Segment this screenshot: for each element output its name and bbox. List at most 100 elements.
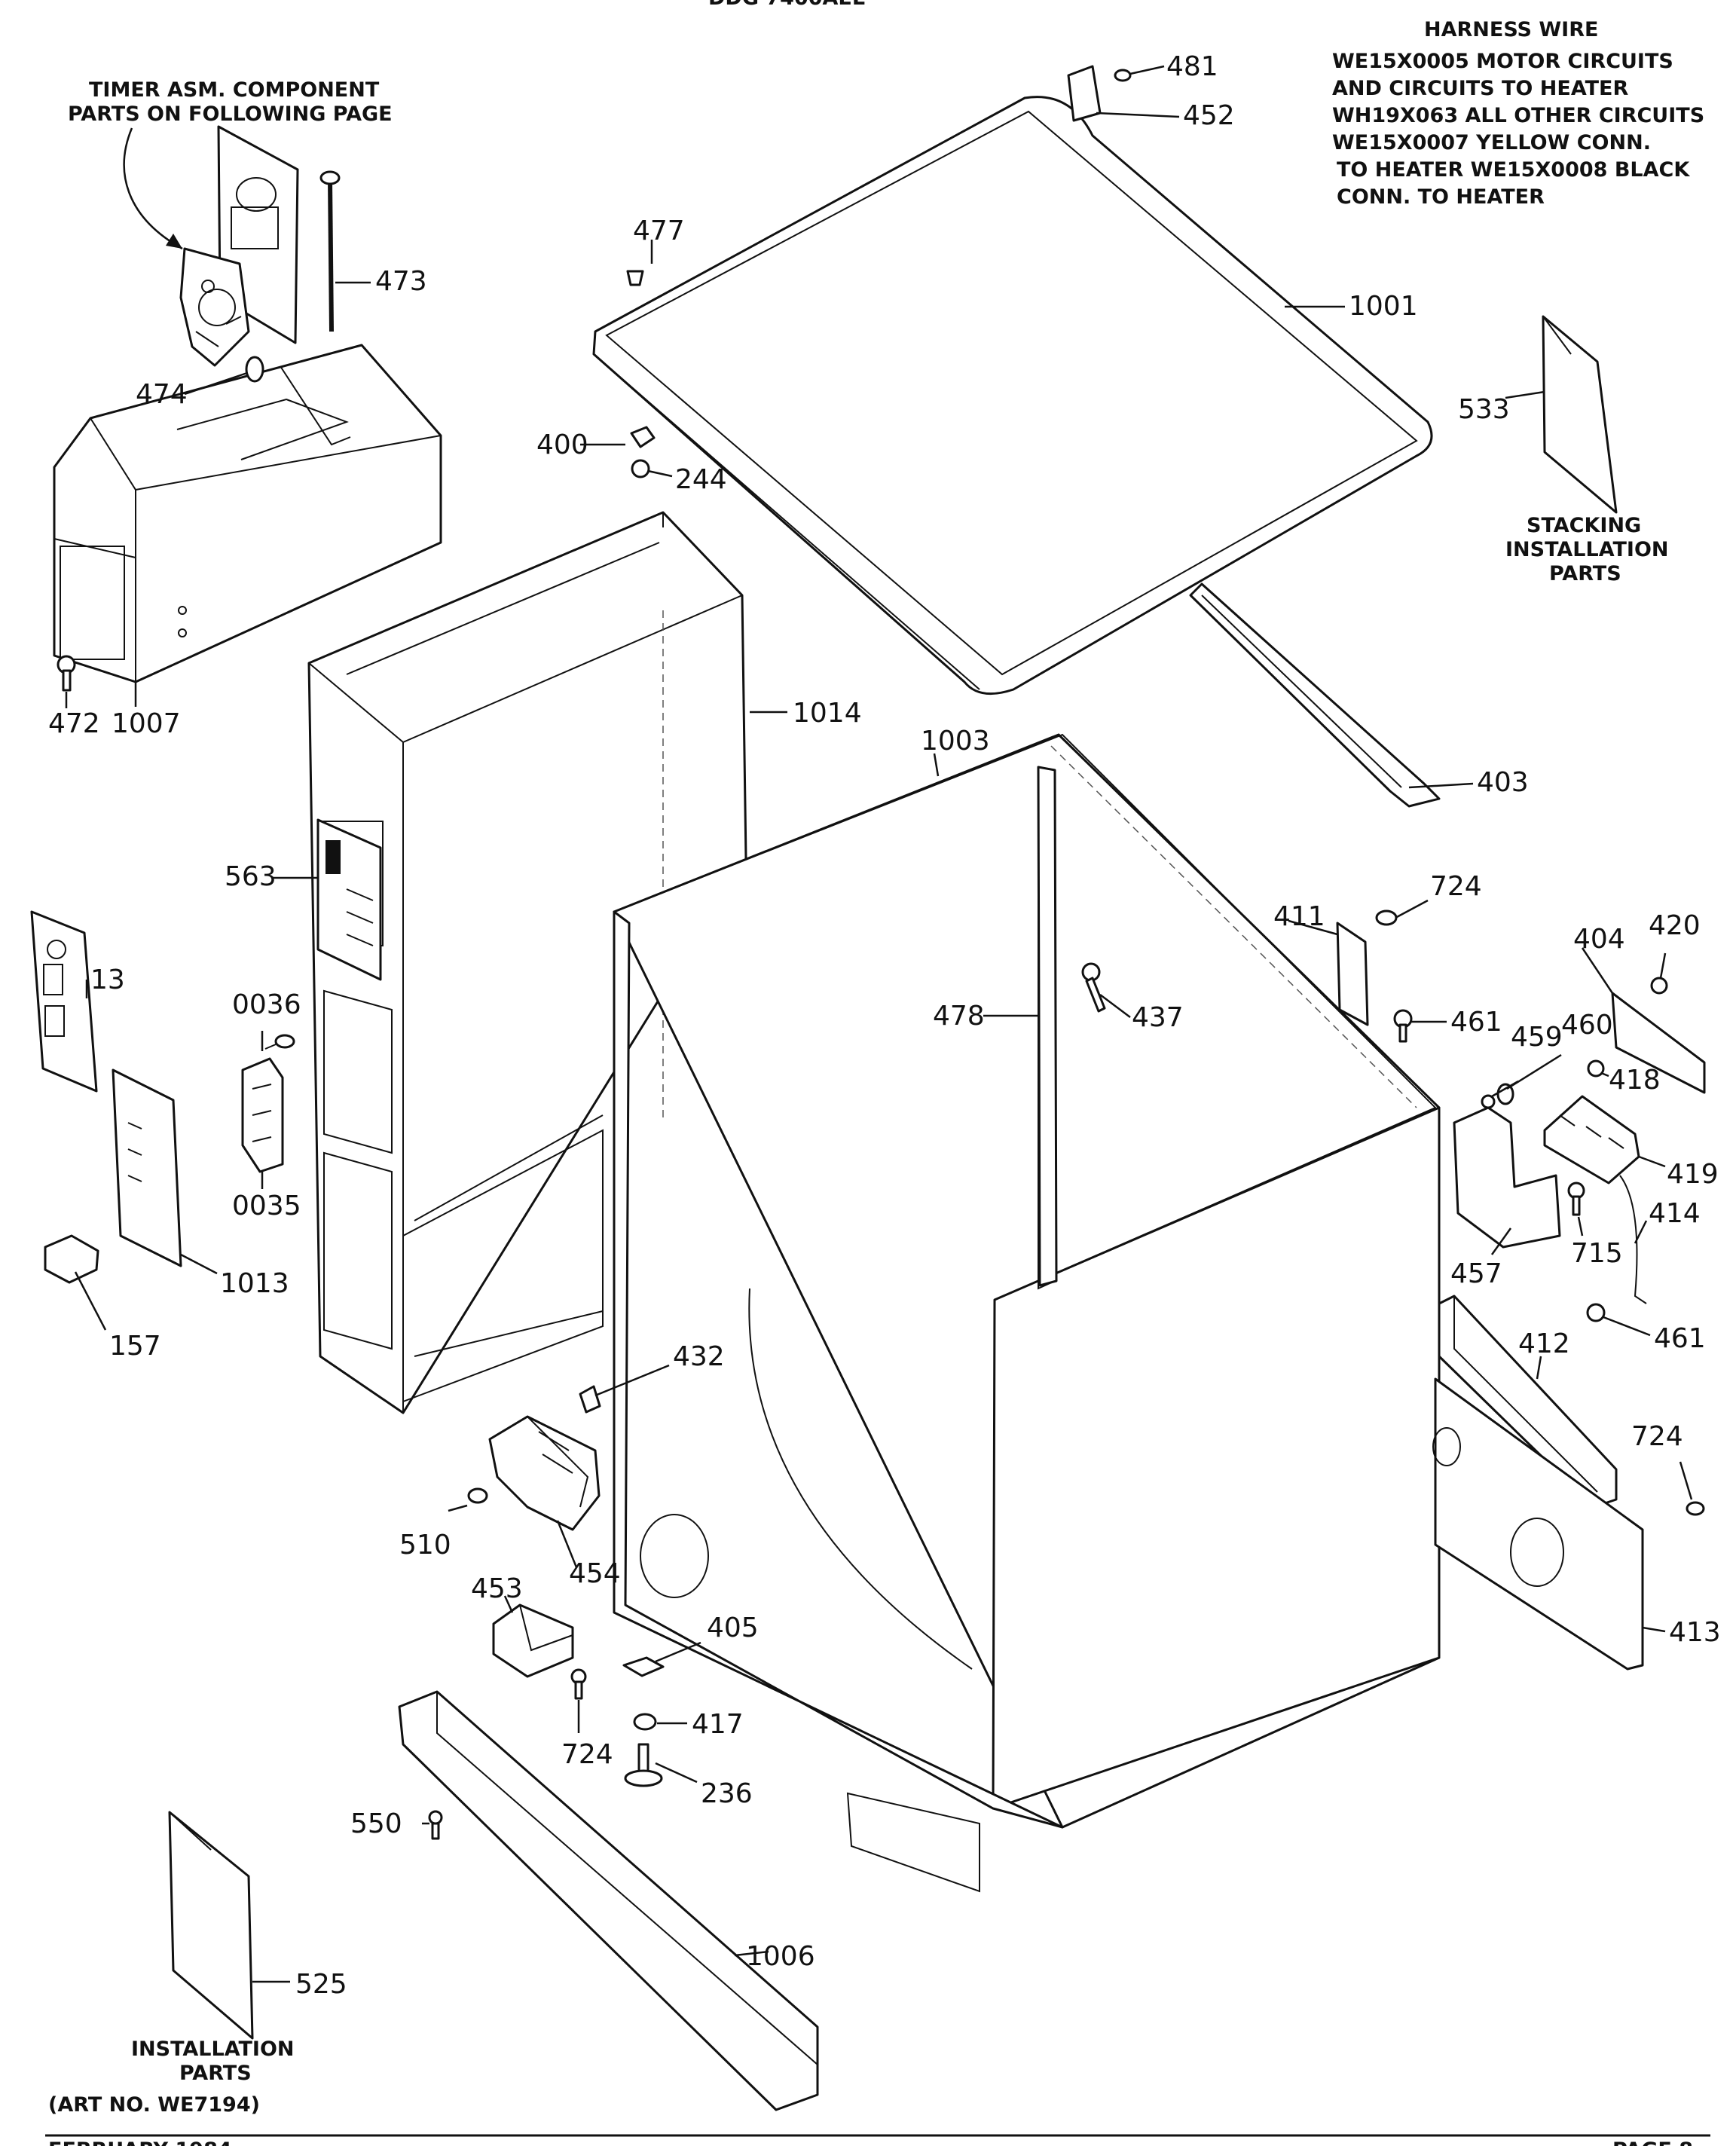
clip-400: [630, 426, 656, 448]
screw-472: [57, 655, 76, 692]
part-number-labels: 481 452 477 1001 473 474 400 244 533 472…: [48, 51, 1721, 2000]
svg-text:TO HEATER WE15X0008 BLACK: TO HEATER WE15X0008 BLACK: [1337, 158, 1690, 182]
svg-text:AND CIRCUITS TO HEATER: AND CIRCUITS TO HEATER: [1332, 77, 1628, 100]
clip-432: [579, 1385, 601, 1414]
label-0035: 0035: [232, 1191, 301, 1221]
screw-437: [1081, 962, 1106, 1013]
harness-wire-note: HARNESS WIRE WE15X0005 MOTOR CIRCUITS AN…: [1332, 18, 1704, 209]
label-472: 472: [48, 708, 100, 739]
control-console-13: [30, 910, 98, 1093]
rear-rail-412: [1438, 1295, 1618, 1509]
leveling-leg-236: [624, 1743, 663, 1787]
nut-418: [1587, 1059, 1605, 1078]
label-461b: 461: [1654, 1323, 1706, 1354]
label-461a: 461: [1450, 1007, 1502, 1038]
label-0036: 0036: [232, 989, 301, 1020]
screw-550: [428, 1810, 443, 1840]
washer-417: [633, 1713, 657, 1731]
label-1001: 1001: [1349, 291, 1418, 322]
label-418: 418: [1609, 1065, 1661, 1096]
clip-460: [1496, 1083, 1514, 1105]
installation-parts-note: INSTALLATION PARTS: [131, 2037, 295, 2085]
screw-481: [1114, 69, 1132, 82]
label-481: 481: [1166, 51, 1218, 82]
art-number: (ART NO. WE7194): [48, 2093, 260, 2117]
label-724b: 724: [1631, 1421, 1683, 1452]
label-420: 420: [1649, 910, 1701, 941]
bumper-477: [626, 270, 644, 286]
hinge-453: [492, 1603, 574, 1678]
label-510: 510: [399, 1530, 451, 1561]
label-724c: 724: [561, 1739, 613, 1770]
screw-724-hinge: [570, 1668, 587, 1700]
label-13: 13: [90, 964, 125, 995]
label-1003: 1003: [921, 726, 990, 757]
timer-assembly: [179, 247, 250, 367]
page-title-fragment: DDG 7400AEE: [708, 0, 866, 10]
bracket-404: [1611, 992, 1706, 1094]
svg-text:WE15X0005 MOTOR CIRCUITS: WE15X0005 MOTOR CIRCUITS: [1332, 50, 1673, 73]
screw-724-right: [1686, 1501, 1705, 1516]
rear-rail: [1189, 582, 1441, 808]
screw-715: [1567, 1182, 1585, 1216]
svg-text:TIMER ASM. COMPONENT: TIMER ASM. COMPONENT: [89, 78, 380, 102]
label-460: 460: [1561, 1010, 1613, 1041]
switch-bracket-1013: [112, 1068, 182, 1267]
label-724a: 724: [1430, 871, 1482, 902]
label-473: 473: [375, 266, 427, 297]
screw-510: [467, 1487, 488, 1504]
label-244: 244: [675, 464, 727, 495]
stacking-parts-envelope: [1542, 315, 1618, 514]
label-236: 236: [701, 1778, 753, 1809]
svg-text:PARTS ON FOLLOWING PAGE: PARTS ON FOLLOWING PAGE: [68, 102, 393, 126]
label-405: 405: [707, 1613, 759, 1643]
label-550: 550: [350, 1808, 402, 1839]
label-1013: 1013: [220, 1268, 289, 1299]
label-457: 457: [1450, 1258, 1502, 1289]
screw-459: [1481, 1094, 1496, 1109]
top-panel: [592, 96, 1433, 695]
screw-244: [631, 459, 650, 478]
label-715: 715: [1571, 1238, 1623, 1269]
hinge-454: [488, 1415, 601, 1531]
label-525: 525: [295, 1969, 347, 2000]
label-459: 459: [1511, 1022, 1563, 1053]
terminal-block-419: [1543, 1095, 1640, 1185]
label-1006: 1006: [746, 1941, 815, 1972]
label-412: 412: [1518, 1328, 1570, 1359]
rear-corner-post-478: [1037, 766, 1058, 1287]
svg-text:INSTALLATION: INSTALLATION: [1505, 538, 1669, 561]
svg-text:PARTS: PARTS: [179, 2062, 252, 2085]
timer-assembly-note: TIMER ASM. COMPONENT PARTS ON FOLLOWING …: [68, 78, 393, 250]
label-400: 400: [536, 430, 588, 460]
switch-157: [44, 1234, 99, 1284]
screw-461-lower: [1586, 1303, 1606, 1322]
label-478: 478: [933, 1001, 985, 1032]
bracket-452: [1067, 65, 1102, 122]
label-452: 452: [1183, 100, 1235, 131]
svg-text:STACKING: STACKING: [1527, 514, 1641, 537]
switch-block-0035: [241, 1057, 284, 1173]
svg-text:CONN. TO HEATER: CONN. TO HEATER: [1337, 185, 1545, 209]
nameplate-563: [316, 818, 382, 981]
label-454: 454: [569, 1558, 621, 1589]
label-414: 414: [1649, 1198, 1701, 1229]
label-563: 563: [225, 861, 277, 892]
label-157: 157: [109, 1331, 161, 1362]
knob-474: [245, 356, 264, 383]
label-453: 453: [471, 1573, 523, 1604]
installation-parts-envelope: [168, 1811, 254, 2040]
label-432: 432: [673, 1341, 725, 1372]
rear-panel-413: [1432, 1377, 1644, 1671]
svg-text:HARNESS WIRE: HARNESS WIRE: [1424, 18, 1598, 41]
label-403: 403: [1477, 767, 1529, 798]
label-411: 411: [1273, 901, 1325, 932]
svg-text:WH19X063 ALL OTHER CIRCUITS: WH19X063 ALL OTHER CIRCUITS: [1332, 104, 1704, 127]
cabinet: [613, 733, 1441, 1893]
label-477: 477: [633, 216, 685, 246]
heater-bracket-457: [1453, 1106, 1561, 1249]
label-1014: 1014: [793, 698, 862, 729]
svg-text:INSTALLATION: INSTALLATION: [131, 2037, 295, 2061]
front-frame: [307, 511, 747, 1414]
